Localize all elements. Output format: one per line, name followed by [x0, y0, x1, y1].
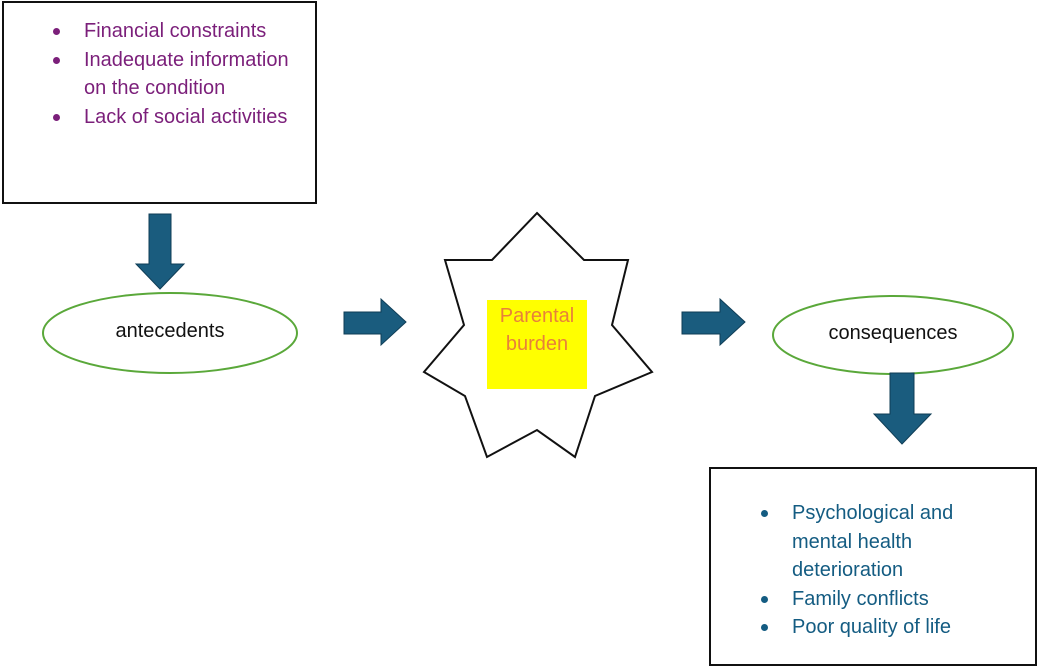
antecedents-label: antecedents [115, 320, 225, 342]
list-item: Family conflicts [761, 585, 1002, 614]
list-item: Lack of social activities [53, 103, 309, 132]
bullet-icon [761, 624, 768, 631]
bullet-icon [53, 56, 60, 64]
antecedents-ellipse [42, 292, 298, 374]
bullet-icon [53, 28, 60, 35]
bullet-icon [53, 113, 60, 121]
consequences-label: consequences [828, 322, 958, 344]
list-item: Poor quality of life [761, 613, 1002, 642]
consequence-outcomes-box [709, 467, 1037, 666]
bullet-icon [761, 510, 768, 517]
parental-burden-label: Parental burden [487, 300, 587, 389]
outcome-text: Family conflicts [792, 587, 929, 610]
outcome-text: Poor quality of life [792, 616, 951, 638]
outcome-text: Psychological and mental health deterior… [792, 502, 954, 581]
antecedent-factors-list: Financial constraints Inadequate informa… [53, 17, 309, 132]
factor-text: Lack of social activities [84, 105, 288, 128]
arrow-down-consequences [872, 372, 933, 445]
arrow-right-to-consequences [681, 297, 746, 347]
consequence-outcomes-list: Psychological and mental health deterior… [761, 499, 1002, 642]
factor-text: Inadequate information on the condition [84, 48, 289, 100]
factor-text: Financial constraints [84, 20, 267, 42]
arrow-down-antecedents [134, 213, 186, 290]
list-item: Psychological and mental health deterior… [761, 499, 1002, 585]
bullet-icon [761, 595, 768, 603]
list-item: Financial constraints [53, 17, 309, 46]
list-item: Inadequate information on the condition [53, 46, 309, 103]
arrow-right-to-burden [343, 297, 407, 347]
